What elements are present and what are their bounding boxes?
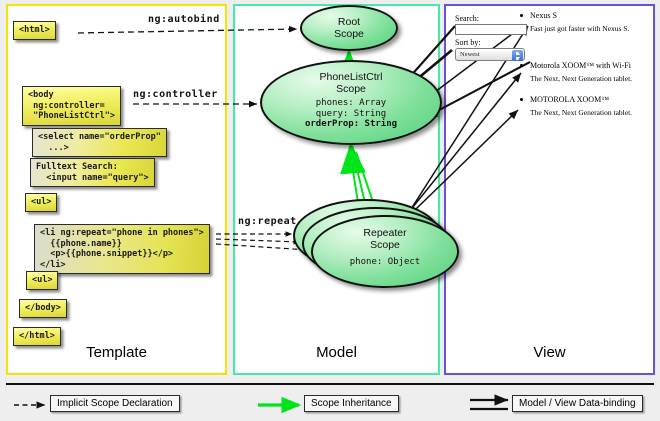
code-box-ul-close-tag[interactable]: <ul> [26, 271, 59, 290]
code-box-fulltext-search-input[interactable]: Fulltext Search: <input name="query"> [30, 158, 155, 187]
scope-root: Root Scope [300, 5, 398, 51]
code-box-select-orderprop-tag[interactable]: <select name="orderProp" ...> [32, 128, 167, 157]
scope-ctrl-prop-query: query: String [315, 108, 387, 119]
sort-label: Sort by: [455, 38, 481, 47]
chevron-updown-icon [512, 50, 523, 61]
legend-label-implicit-scope-declaration: Implicit Scope Declaration [50, 395, 180, 412]
code-box-html-open-tag[interactable]: <html> [13, 21, 56, 40]
label-ng-controller: ng:controller [133, 89, 218, 100]
bullet-icon [520, 64, 523, 67]
phone-snippet: The Next, Next Generation tablet. [530, 74, 633, 83]
code-box-li-ngrepeat-tag[interactable]: <li ng:repeat="phone in phones"> {{phone… [34, 224, 210, 274]
phone-name: Motorola XOOM™ with Wi-Fi [530, 61, 631, 70]
scope-repeater-title-line2: Scope [370, 239, 400, 251]
scope-phonelistctrl: PhoneListCtrl Scope phones: Array query:… [260, 60, 442, 145]
legend-label-model-view-data-binding: Model / View Data-binding [512, 395, 643, 412]
bullet-icon [520, 98, 523, 101]
scope-root-title-line1: Root [337, 16, 361, 28]
code-box-ul-open-tag[interactable]: <ul> [25, 193, 58, 212]
scope-ctrl-prop-phones: phones: Array [315, 98, 387, 108]
legend-glyph-binding [469, 394, 509, 411]
scope-repeater: Repeater Scope phone: Object [311, 215, 459, 288]
scope-repeater-prop-phone: phone: Object [349, 257, 421, 267]
legend-divider [6, 383, 654, 385]
panel-label-model: Model [316, 344, 357, 361]
search-label: Search: [455, 14, 479, 23]
search-input[interactable] [455, 24, 527, 35]
sort-select-value: Newest [460, 51, 480, 58]
phone-snippet: Fast just got faster with Nexus S. [530, 24, 630, 33]
phone-name: Nexus S [530, 11, 557, 20]
label-ng-repeat: ng:repeat [238, 216, 297, 227]
scope-repeater-title-line1: Repeater [363, 227, 407, 239]
code-box-body-controller-tag[interactable]: <body ng:controller= "PhoneListCtrl"> [22, 86, 121, 126]
scope-ctrl-title-line1: PhoneListCtrl [319, 71, 383, 83]
phone-name: MOTOROLA XOOM™ [530, 95, 610, 104]
bullet-icon [520, 14, 523, 17]
scope-root-title-line2: Scope [334, 28, 364, 40]
scope-ctrl-title-line2: Scope [336, 83, 366, 95]
phone-snippet: The Next, Next Generation tablet. [530, 108, 633, 117]
panel-label-view: View [533, 344, 566, 361]
code-box-html-close-tag[interactable]: </html> [13, 327, 61, 346]
scope-ctrl-prop-orderprop: orderProp: String [304, 119, 398, 129]
panel-template [6, 4, 227, 375]
label-ng-autobind: ng:autobind [148, 14, 220, 25]
legend-label-scope-inheritance: Scope Inheritance [304, 395, 399, 412]
sort-select[interactable]: Newest [455, 48, 525, 61]
code-box-body-close-tag[interactable]: </body> [19, 299, 67, 318]
panel-label-template: Template [86, 344, 147, 361]
